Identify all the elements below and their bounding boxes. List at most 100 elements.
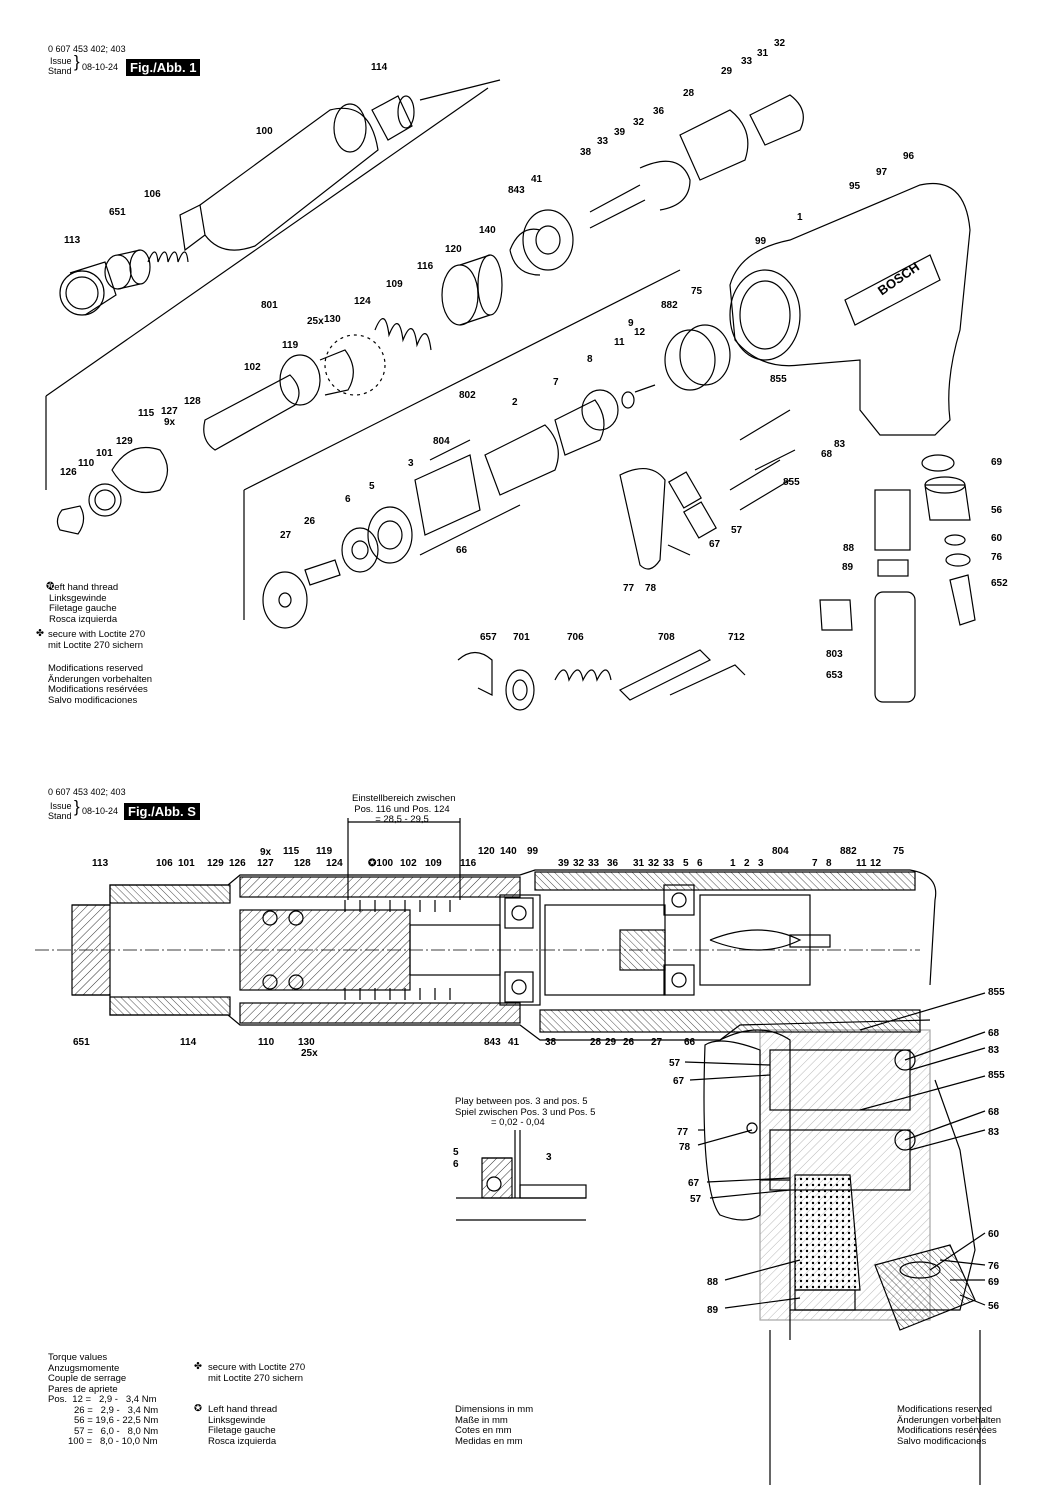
- figs-top-callout: 32: [648, 858, 660, 869]
- figs-top-callout: 101: [178, 858, 195, 869]
- figs-bottom-callout: 843: [484, 1037, 501, 1048]
- fig1-mod-line-0: Modifications reserved: [48, 663, 144, 674]
- fig1-part-callout: 36: [653, 106, 665, 117]
- figs-top-callout: 119: [316, 846, 333, 857]
- fig1-brand-text: BOSCH: [875, 259, 922, 298]
- figs-top-callout: 12: [870, 858, 882, 869]
- fig1-part-callout: 75: [691, 286, 703, 297]
- fig1-part-callout: 126: [60, 467, 77, 478]
- fig1-part-callout: 32: [633, 117, 645, 128]
- setting-range-line-2: = 28,5 - 29,5: [375, 814, 429, 825]
- fig1-part-callout: 3: [408, 458, 414, 469]
- figs-top-callout: 882: [840, 846, 857, 857]
- play-note: Play between pos. 3 and pos. 5 Spiel zwi…: [455, 1096, 596, 1129]
- figs-right-callout: 67: [673, 1076, 685, 1087]
- fig1-part-callout: 712: [728, 632, 745, 643]
- fig1-part-number: 0 607 453 402; 403: [48, 44, 126, 54]
- fig1-mod-line-3: Salvo modificaciones: [48, 694, 138, 706]
- figs-top-callout: 804: [772, 846, 789, 857]
- fig1-part-callout: 38: [580, 147, 592, 158]
- figs-bottom-callout: 651: [73, 1037, 90, 1048]
- figs-right-callout: 57: [690, 1194, 702, 1205]
- dim-line-0: Dimensions in mm: [455, 1404, 534, 1415]
- figs-mod-line-2: Modifications resérvées: [897, 1425, 997, 1436]
- play-note-line-1: Spiel zwischen Pos. 3 und Pos. 5: [455, 1106, 596, 1118]
- figs-top-callout: 126: [229, 858, 246, 869]
- figs-top-callout: 11: [856, 858, 867, 869]
- figs-right-callout: 76: [988, 1261, 1000, 1272]
- figs-top-callout: 116: [460, 858, 477, 869]
- fig1-part-callout: 7: [553, 377, 559, 388]
- dim-line-2: Cotes en mm: [455, 1425, 512, 1436]
- fig1-lh-line-1: Linksgewinde: [49, 592, 107, 604]
- fig1-mod-line-1: Änderungen vorbehalten: [48, 673, 153, 685]
- fig1-part-callout: 2: [512, 397, 518, 408]
- fig1-part-callout: 5: [369, 481, 375, 492]
- fig1-part-callout: 77: [623, 583, 635, 594]
- figs-bottom-callout: 29: [605, 1037, 617, 1048]
- fig1-part-callout: 708: [658, 632, 675, 643]
- figs-loctite-note: ✤ secure with Loctite 270 mit Loctite 27…: [194, 1361, 305, 1384]
- fig1-part-callout: 12: [634, 327, 646, 338]
- fig1-part-callout: 89: [842, 562, 854, 573]
- fig1-part-callout: 6: [345, 494, 351, 505]
- fig1-part-callout: 95: [849, 181, 861, 192]
- play-note-line-0: Play between pos. 3 and pos. 5: [455, 1096, 588, 1107]
- fig1-part-callout: 102: [244, 362, 261, 373]
- fig1-part-callout: 113: [64, 235, 81, 246]
- figs-bottom-callout: 26: [623, 1037, 635, 1048]
- fig1-part-callout: 8: [587, 354, 593, 365]
- figs-top-callout: 106: [156, 858, 173, 869]
- fig1-lh-line-0: Left hand thread: [49, 582, 119, 593]
- figs-top-callout: 1: [730, 858, 736, 869]
- figs-top-callout: 8: [826, 858, 832, 869]
- figs-right-callout: 855: [988, 987, 1005, 998]
- figs-top-callout: 115: [283, 846, 300, 857]
- figs-right-callout: 83: [988, 1127, 1000, 1138]
- figs-right-callout: 77: [677, 1127, 689, 1138]
- torque-row-26: 26 = 2,9 - 3,4 Nm: [74, 1404, 159, 1416]
- fig1-lh-line-3: Rosca izquierda: [49, 613, 118, 625]
- fig1-part-callout: 11: [614, 337, 625, 348]
- fig1-part-callout: 115: [138, 408, 155, 419]
- fig1-lh-line-2: Filetage gauche: [49, 603, 117, 614]
- fig1-part-callout: 68: [821, 449, 833, 460]
- fig1-exploded-drawing: BOSCH: [45, 79, 976, 711]
- setting-range-line-0: Einstellbereich zwischen: [352, 793, 456, 804]
- figs-bottom-callout: 114: [180, 1037, 197, 1048]
- fig1-part-callout: 76: [991, 552, 1003, 563]
- fig1-part-callout: 804: [433, 436, 450, 447]
- fig1-part-callout: 26: [304, 516, 316, 527]
- figs-top-callout: 129: [207, 858, 224, 869]
- fig1-part-callout: 843: [508, 185, 525, 196]
- figs-bottom-callout: 38: [545, 1037, 557, 1048]
- fig1-part-callout: 129: [116, 436, 133, 447]
- figs-stand-label: Stand: [48, 811, 72, 821]
- figs-top-callout: 9x: [260, 847, 272, 858]
- figs-top-callout: 113: [92, 858, 109, 869]
- torque-row-56: 56 = 19,6 - 22,5 Nm: [74, 1415, 159, 1426]
- figs-lh-line-2: Filetage gauche: [208, 1425, 276, 1436]
- figs-bottom-callout: 66: [684, 1037, 696, 1048]
- fig1-part-callout: 25x: [307, 316, 324, 327]
- figs-loctite-line-1: mit Loctite 270 sichern: [208, 1372, 304, 1384]
- fig1-date: 08-10-24: [82, 62, 119, 72]
- figs-top-callout: 128: [294, 858, 311, 869]
- figs-right-callout: 88: [707, 1277, 719, 1288]
- figs-bottom-callout: 27: [651, 1037, 663, 1048]
- fig1-part-callout: 57: [731, 525, 743, 536]
- fig1-part-callout: 66: [456, 545, 468, 556]
- fig1-stand-label: Stand: [48, 66, 72, 76]
- fig1-legend-modifications: Modifications reserved Änderungen vorbeh…: [48, 663, 153, 706]
- fig1-part-callout: 803: [826, 649, 843, 660]
- fig1-part-callout: 83: [834, 439, 846, 450]
- torque-title-0: Torque values: [48, 1352, 108, 1363]
- torque-title-1: Anzugsmomente: [48, 1362, 120, 1374]
- fig1-part-callout: 69: [991, 457, 1003, 468]
- fig1-part-callout: 88: [843, 543, 855, 554]
- fig1-part-callout: 39: [614, 127, 626, 138]
- lh-thread-star-icon: ✪: [46, 581, 55, 592]
- fig1-part-callout: 100: [256, 126, 273, 137]
- figs-top-callout: 75: [893, 846, 905, 857]
- figs-top-callout: 31: [633, 858, 645, 869]
